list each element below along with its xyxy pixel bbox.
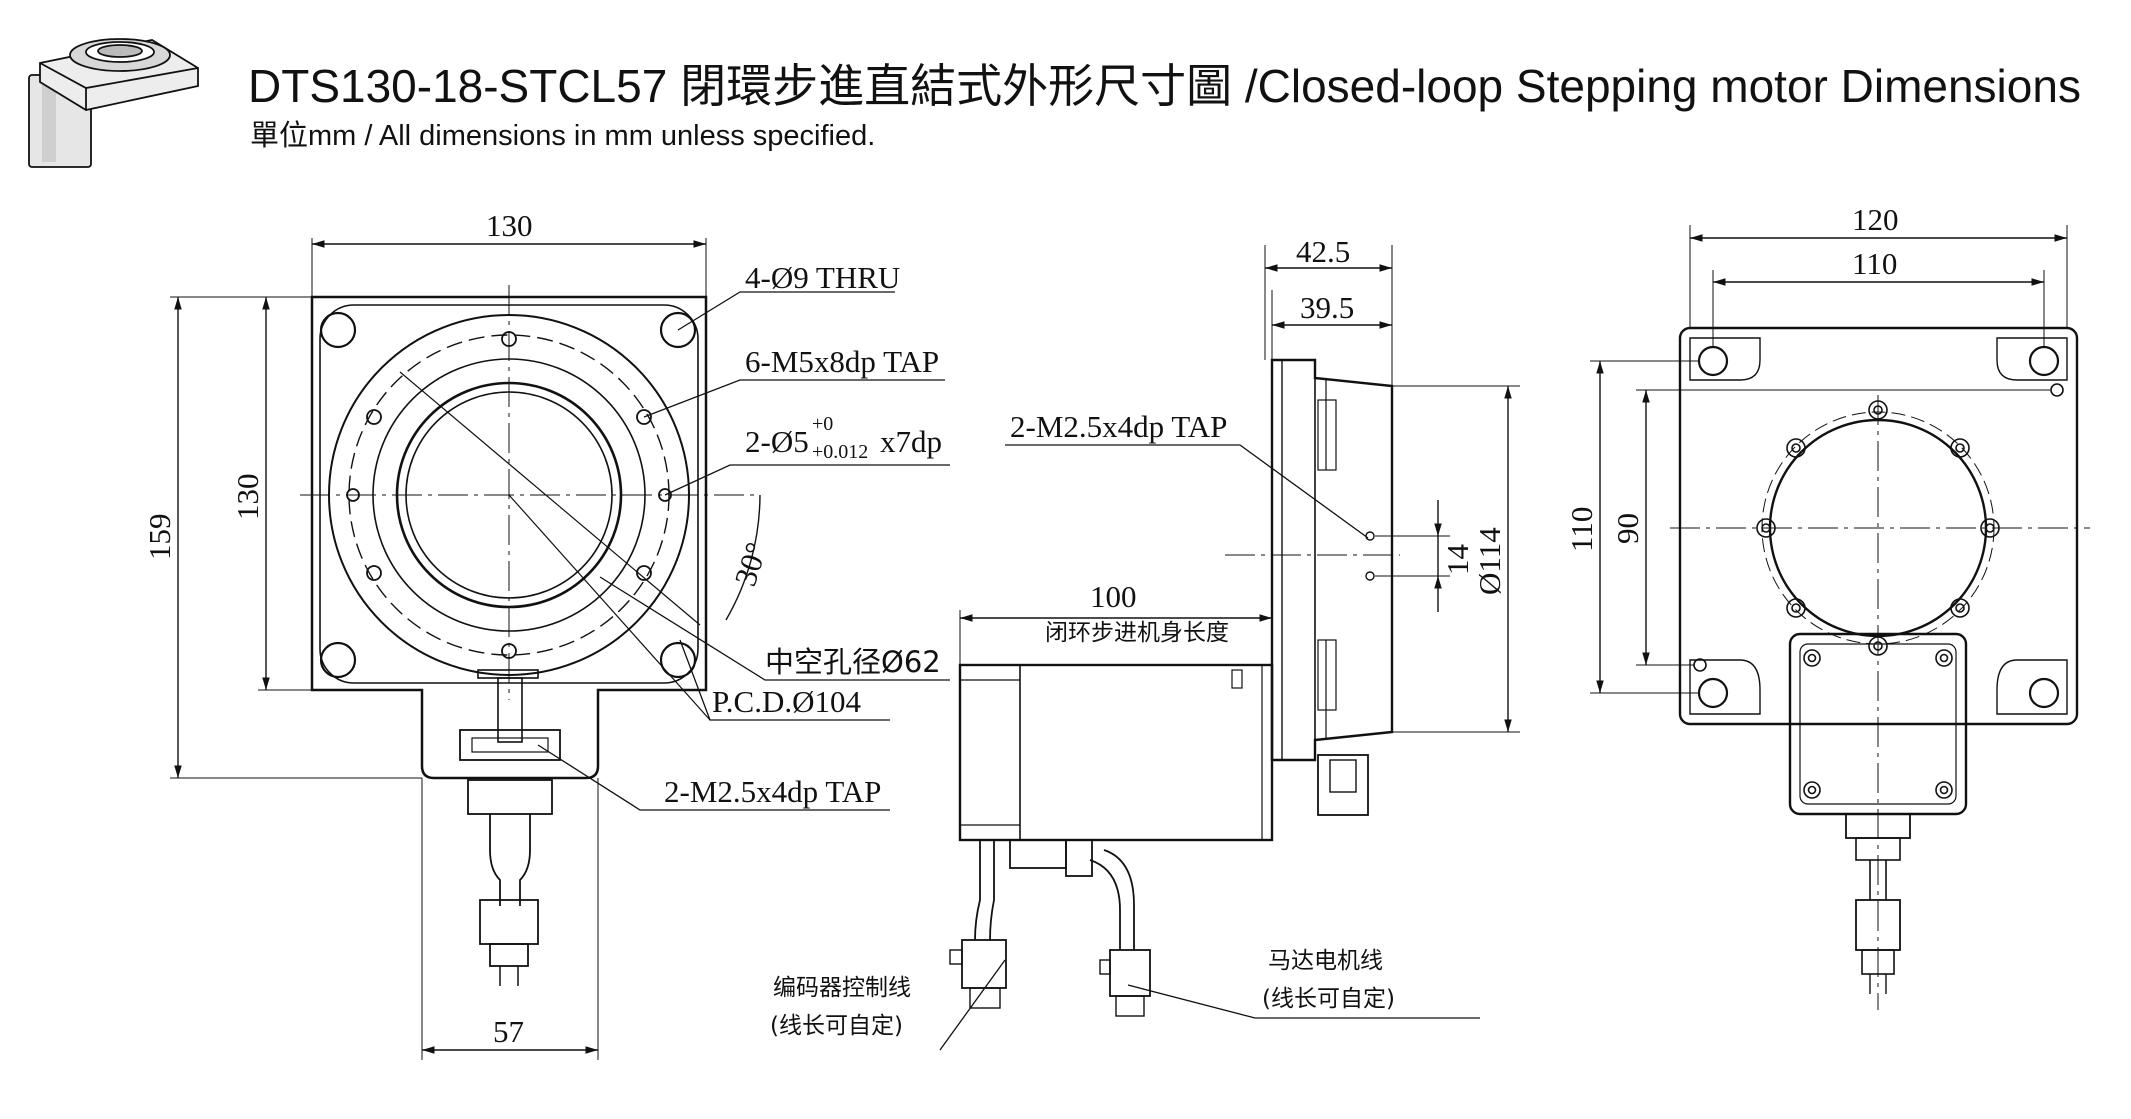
body-length-note: 闭环步进机身长度 [1045, 620, 1229, 646]
callout-pin-tol-lower: +0.012 [812, 441, 868, 463]
callout-m25-side: 2-M2.5x4dp TAP [1010, 409, 1227, 444]
motor-line-label: 马达电机线 [1268, 948, 1383, 974]
tap-hole [366, 409, 382, 425]
encoder-line-note: (线长可自定) [770, 1013, 903, 1039]
callout-pin-hole: 2-Ø5 [745, 424, 809, 459]
front-flange-outline [310, 295, 708, 780]
callout-pin-tol-upper: +0 [812, 413, 833, 435]
page-subtitle: 單位mm / All dimensions in mm unless speci… [250, 120, 876, 152]
tap-hole [366, 565, 382, 581]
dim-110-left: 110 [1564, 507, 1599, 552]
thru-hole [659, 311, 697, 349]
dim-39-5: 39.5 [1300, 290, 1354, 325]
dim-42-5: 42.5 [1296, 234, 1350, 269]
callout-thru-holes: 4-Ø9 THRU [745, 260, 900, 295]
back-thru-hole [2028, 345, 2060, 377]
front-plug [479, 899, 539, 945]
callout-hollow-dia: 中空孔径Ø62 [765, 645, 941, 679]
dim-110-top: 110 [1852, 246, 1897, 281]
back-thru-hole [1697, 345, 1729, 377]
encoder-plug [961, 939, 1007, 989]
thru-hole [319, 311, 357, 349]
dim-width-130: 130 [486, 208, 533, 243]
callout-pcd: P.C.D.Ø104 [712, 684, 862, 719]
side-flange [1270, 358, 1394, 762]
dim-100: 100 [1090, 579, 1137, 614]
side-view-labels: 42.5 39.5 2-M2.5x4dp TAP 14 Ø114 100 闭环步… [770, 234, 1507, 1039]
motor-line-note: (线长可自定) [1262, 986, 1395, 1012]
side-view [939, 245, 1520, 1051]
product-thumbnail-icon [28, 38, 199, 168]
dim-total-159: 159 [142, 514, 177, 561]
dim-120: 120 [1852, 202, 1899, 237]
front-connector [459, 729, 561, 761]
callout-m5-tap: 6-M5x8dp TAP [745, 344, 939, 379]
drawing-header: DTS130-18-STCL57 閉環步進直結式外形尺寸圖 /Closed-lo… [0, 0, 2131, 180]
back-view-labels: 120 110 110 90 [1564, 202, 1899, 552]
front-view-labels: 130 130 159 57 30° 4-Ø9 THRU 6-M5x8dp TA… [142, 208, 942, 1049]
page-title: DTS130-18-STCL57 閉環步進直結式外形尺寸圖 /Closed-lo… [248, 60, 2081, 112]
dim-90: 90 [1610, 513, 1645, 544]
front-view [170, 238, 950, 1060]
thru-hole [659, 641, 697, 679]
back-thru-hole [2028, 677, 2060, 709]
side-motor-body [958, 663, 1274, 842]
callout-m25-front: 2-M2.5x4dp TAP [664, 774, 881, 809]
back-view [1590, 225, 2090, 1010]
callout-pin-depth: x7dp [880, 424, 942, 459]
dim-bottom-57: 57 [493, 1014, 524, 1049]
tap-hole [636, 565, 652, 581]
encoder-line-label: 编码器控制线 [773, 975, 911, 1001]
back-thru-hole [1697, 677, 1729, 709]
dim-angle-30: 30° [727, 538, 774, 590]
thru-hole [319, 641, 357, 679]
tap-hole [636, 409, 652, 425]
dim-flange-130: 130 [230, 474, 265, 521]
dim-14: 14 [1440, 544, 1475, 576]
dim-dia-114: Ø114 [1472, 527, 1507, 595]
